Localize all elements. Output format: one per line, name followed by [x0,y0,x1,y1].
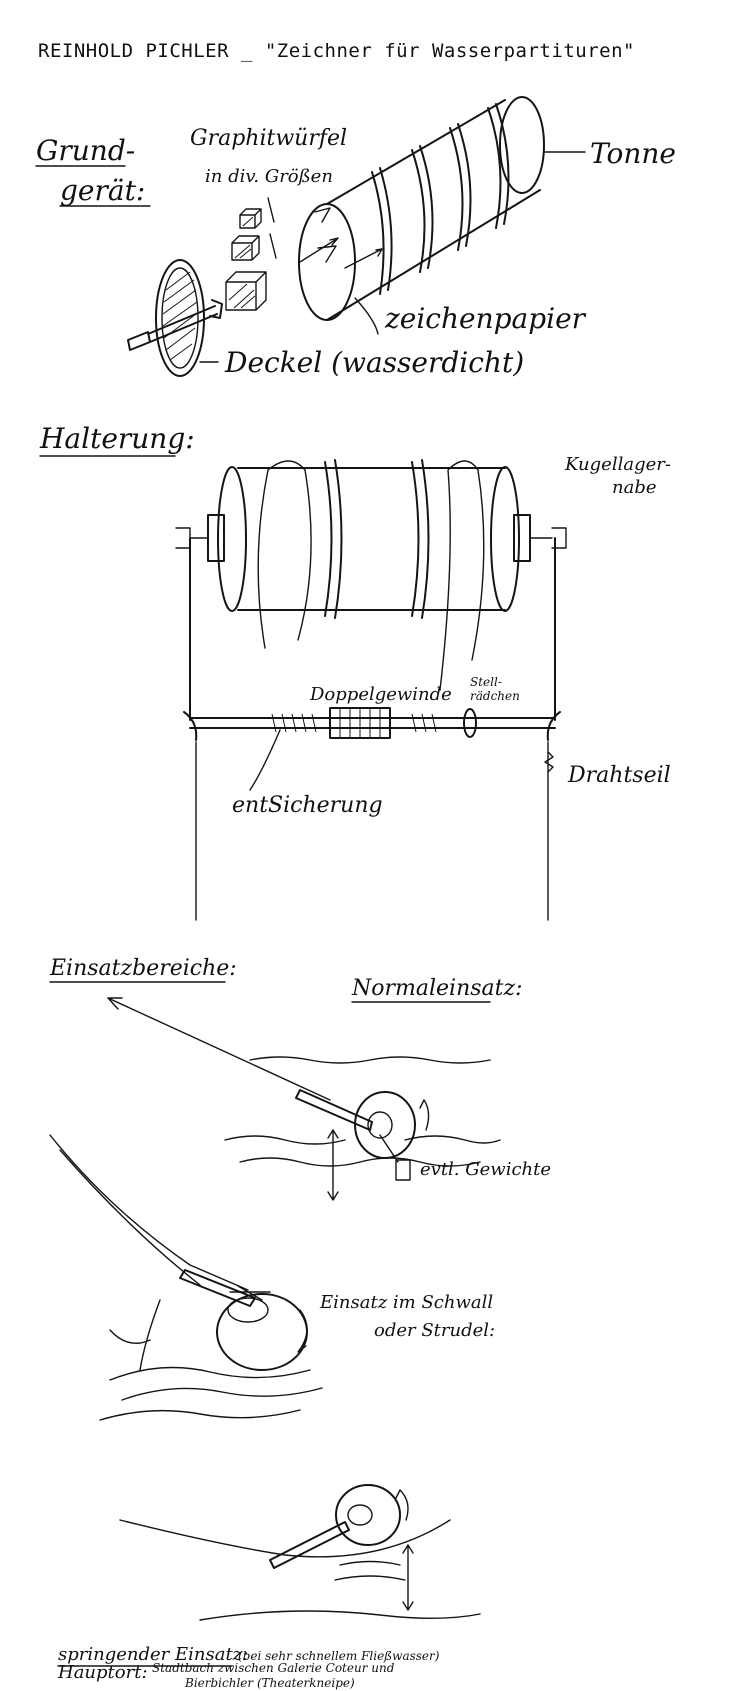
swirl-drum [216,1293,308,1371]
page-title: REINHOLD PICHLER _ "Zeichner für Wasserp… [38,40,635,62]
stellrad-wheel [463,708,477,738]
graphit-label-line2: in div. Größen [205,166,333,187]
zeichenpapier-leader [354,297,379,335]
drahtseil-label: Drahtseil [567,763,671,788]
graphit-label-line1: Graphitwürfel [190,126,347,151]
einsatz-heading: Einsatzbereiche: [49,956,237,981]
zeichenpapier-label: zeichenpapier [384,302,587,335]
normal-use-drawing [107,997,501,1201]
tonne-label: Tonne [590,137,676,170]
hub-left [207,514,225,562]
mount-drawing [175,459,567,921]
weight-block [395,1159,411,1181]
swirl-use-drawing [49,1134,323,1421]
halterung-section: Halterung: Kugellager- nabe [39,422,671,921]
jumping-use-drawing [119,1484,481,1621]
hauptort-label: Hauptort: [57,1662,148,1683]
drum-left-end [217,466,247,612]
kugellager-label-line1: Kugellager- [564,454,671,475]
lid-drawing: Deckel (wasserdicht) [127,259,524,379]
graphite-cubes-drawing [225,197,339,311]
einsatz-section: Einsatzbereiche: Normaleinsatz: evtl. Ge… [49,956,551,1690]
springend-label: springender Einsatz: [58,1644,248,1665]
gewichte-label: evtl. Gewichte [420,1159,551,1180]
entsicherung-label: entSicherung [232,793,383,818]
schwall-label-line2: oder Strudel: [374,1320,495,1341]
normal-drum [354,1091,416,1159]
drum-right-end [490,466,520,612]
barrel-open-end [298,203,356,321]
jumping-drum [335,1484,401,1546]
grundgeraet-heading-line2: gerät: [60,174,145,207]
normaleinsatz-label: Normaleinsatz: [351,976,523,1001]
grundgeraet-heading-line1: Grund- [36,134,135,167]
stellrad-label-line2: rädchen [470,689,520,703]
wire-spring [544,751,554,773]
halterung-heading: Halterung: [39,422,195,455]
hauptort-line2: Bierbichler (Theaterkneipe) [184,1676,355,1690]
hub-right [513,514,531,562]
kugellager-label-line2: nabe [612,477,657,498]
barrel-back-end [499,96,545,194]
heading-underline [35,165,151,207]
entsicherung-leader [249,729,281,791]
stellrad-label-line1: Stell- [470,675,502,689]
grundgeraet-section: Grund- gerät: Graphitwürfel in div. Größ… [35,96,676,379]
schwall-label-line1: Einsatz im Schwall [319,1292,493,1313]
springend-note: (bei sehr schnellem Fließwasser) [238,1649,440,1663]
hauptort-line1: Stadtbach zwischen Galerie Coteur und [152,1661,395,1675]
doppelgewinde-label: Doppelgewinde [309,684,452,705]
lid-outline [155,259,205,377]
deckel-label: Deckel (wasserdicht) [224,346,524,379]
barrel-drawing: Tonne zeichenpapier [298,96,676,335]
